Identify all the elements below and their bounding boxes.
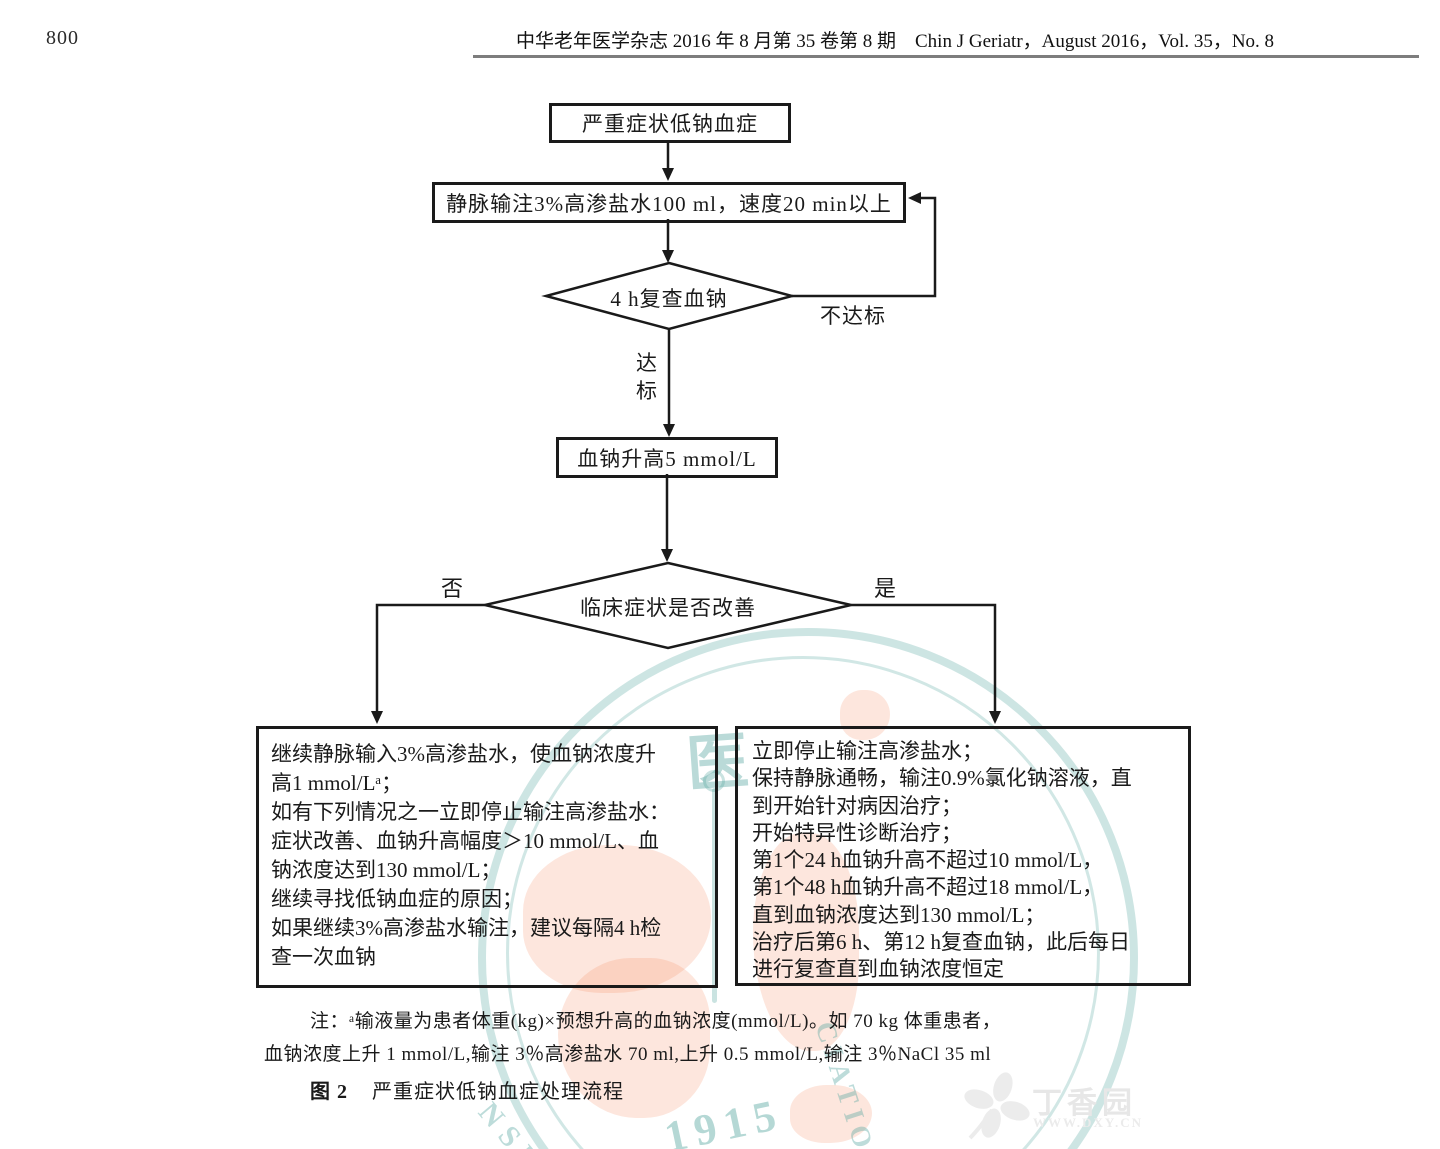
- edge-label-reached: 达标: [633, 349, 661, 405]
- node-recheck-sodium-label: 4 h复查血钠: [610, 287, 728, 311]
- figure-caption-title: 严重症状低钠血症处理流程: [372, 1081, 624, 1103]
- text-line: 高1 mmol/Lᵃ；: [271, 771, 403, 795]
- text-line: 继续寻找低钠血症的原因；: [271, 887, 523, 911]
- node-severe-hyponatremia: 严重症状低钠血症: [549, 103, 791, 143]
- diamond-symptom-shape: [484, 561, 852, 650]
- node-stop-infusion-box: 立即停止输注高渗盐水； 保持静脉通畅，输注0.9%氯化钠溶液，直到开始针对病因治疗…: [735, 726, 1191, 986]
- text-line: 症状改善、血钠升高幅度＞10 mmol/L、血: [271, 829, 659, 853]
- edge-label-not-reached: 不达标: [820, 304, 886, 328]
- connector-no-branch: [375, 603, 485, 713]
- text-line: 直到血钠浓度达到130 mmol/L；: [752, 902, 1046, 927]
- text-line: 治疗后第6 h、第12 h复查血钠，此后每日: [752, 930, 1130, 955]
- text-line: 保持静脉通畅，输注0.9%氯化钠溶液，直: [752, 766, 1132, 791]
- text-line: 查一次血钠: [271, 945, 376, 969]
- node-continue-infusion-box: 继续静脉输入3%高渗盐水，使血钠浓度升高1 mmol/Lᵃ； 如有下列情况之一立即…: [256, 726, 718, 988]
- figure-note-line1: 注：ᵃ输液量为患者体重(kg)×预想升高的血钠浓度(mmol/L)。如 70 k…: [310, 1011, 1002, 1032]
- header-rule: [473, 55, 1419, 58]
- edge-label-yes: 是: [874, 576, 898, 601]
- connector-yes-branch: [851, 603, 997, 713]
- node-symptom-improved-label: 临床症状是否改善: [580, 596, 756, 620]
- node-sodium-rise: 血钠升高5 mmol/L: [556, 437, 778, 478]
- page-number: 800: [46, 27, 79, 49]
- text-line: 标: [636, 379, 658, 403]
- figure-caption: 图 2 严重症状低钠血症处理流程: [310, 1075, 624, 1104]
- arrowhead-down: [662, 250, 674, 263]
- text-line: 开始特异性诊断治疗；: [752, 820, 962, 845]
- text-line: 第1个24 h血钠升高不超过10 mmol/L，: [752, 848, 1104, 873]
- text-line: 如果继续3%高渗盐水输注，建议每隔4 h检: [271, 916, 662, 940]
- text-line: 到开始针对病因治疗；: [752, 793, 962, 818]
- text-line: 第1个48 h血钠升高不超过18 mmol/L，: [752, 875, 1104, 900]
- figure-note-line2: 血钠浓度上升 1 mmol/L,输注 3％高渗盐水 70 ml,上升 0.5 m…: [264, 1044, 992, 1065]
- arrowhead-down: [989, 711, 1001, 724]
- journal-header: 中华老年医学杂志 2016 年 8 月第 35 卷第 8 期 Chin J Ge…: [516, 31, 1275, 52]
- text-line: 达: [636, 351, 658, 375]
- arrowhead-down: [371, 711, 383, 724]
- arrowhead-down: [662, 168, 674, 181]
- text-line: 继续静脉输入3%高渗盐水，使血钠浓度升: [271, 742, 656, 766]
- text-line: 如有下列情况之一立即停止输注高渗盐水：: [271, 800, 670, 824]
- edge-label-no: 否: [441, 576, 465, 601]
- figure-caption-label: 图 2: [310, 1081, 348, 1103]
- arrowhead-down: [663, 424, 675, 437]
- text-line: 立即停止输注高渗盐水；: [752, 739, 983, 763]
- text-line: 钠浓度达到130 mmol/L；: [271, 858, 502, 882]
- arrowhead-left: [908, 192, 921, 204]
- arrowhead-down: [661, 549, 673, 562]
- text-line: 进行复查直到血钠浓度恒定: [752, 957, 1004, 982]
- connector-feedback-loop: [792, 196, 937, 298]
- node-saline-infusion: 静脉输注3%高渗盐水100 ml，速度20 min以上: [432, 182, 906, 223]
